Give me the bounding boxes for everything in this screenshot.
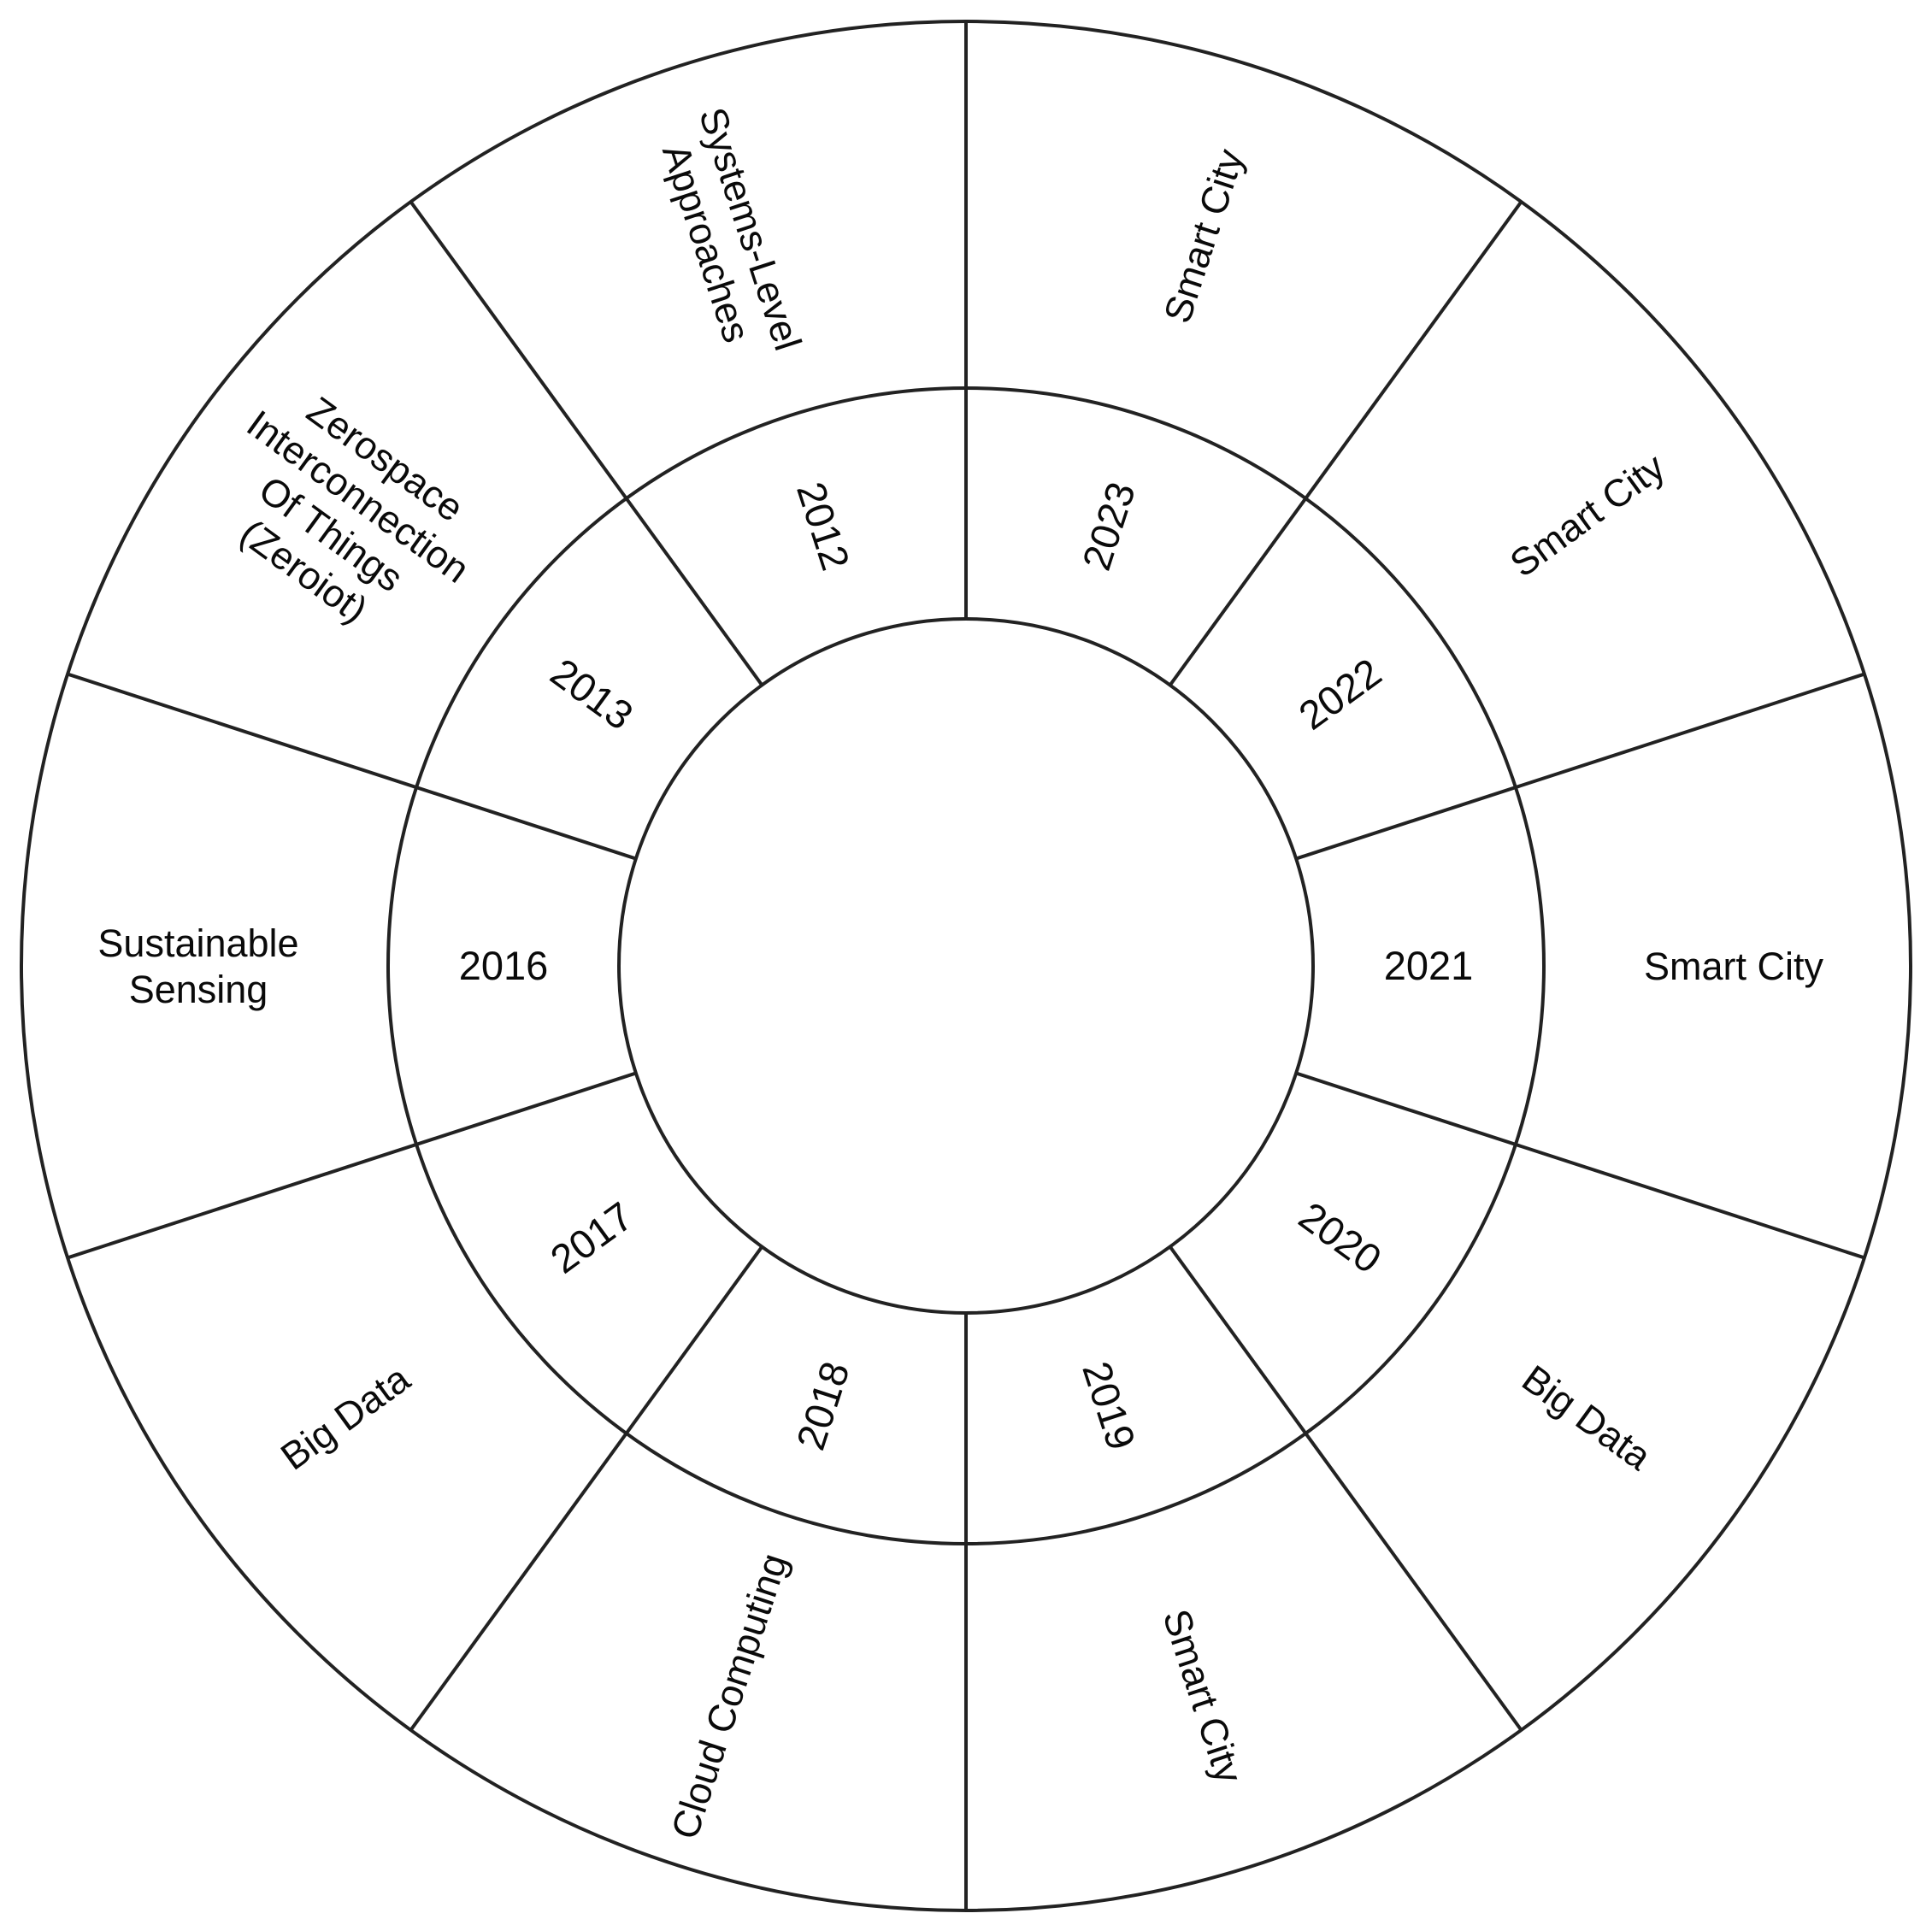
year-label-2016: 2016 <box>459 943 549 988</box>
segment-boundary-line <box>67 672 637 861</box>
segment-boundary-line <box>1295 672 1865 861</box>
segment-boundary-line <box>409 1245 763 1732</box>
topic-label-2021-text: Smart City <box>1644 945 1824 988</box>
segment-boundary-line <box>1295 1071 1865 1260</box>
year-label-2021-text: 2021 <box>1384 943 1474 988</box>
segment-boundary-line <box>409 200 763 686</box>
segment-boundary-line <box>1169 1245 1523 1732</box>
year-label-2021: 2021 <box>1384 943 1474 988</box>
topic-label-2021: Smart City <box>1644 945 1824 988</box>
segment-boundary-line <box>1169 200 1523 686</box>
segment-boundary-line <box>67 1071 637 1260</box>
year-label-2016-text: 2016 <box>459 943 549 988</box>
